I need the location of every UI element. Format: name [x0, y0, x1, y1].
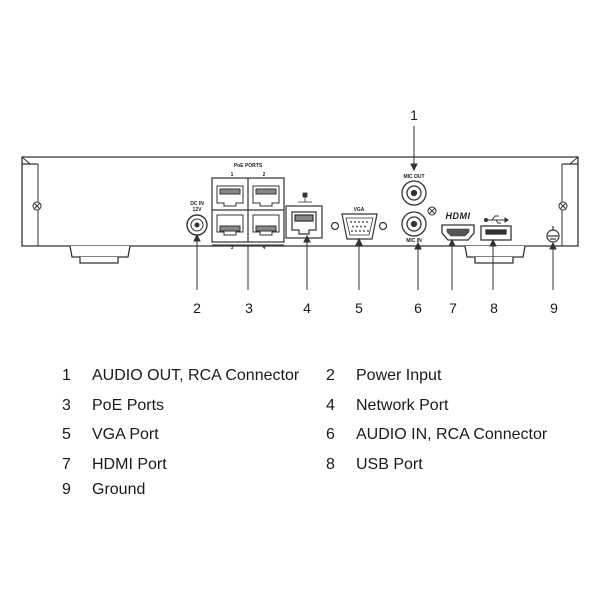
legend-number: 6 — [326, 426, 335, 443]
legend-number: 7 — [62, 456, 71, 473]
legend-label: Network Port — [356, 397, 449, 414]
callout-number: 2 — [193, 300, 201, 316]
legend-label: Ground — [92, 481, 146, 498]
callout-number: 7 — [449, 300, 457, 316]
network-port — [285, 205, 323, 239]
rca-audio-in-connector — [401, 211, 427, 237]
vga-label: VGA — [354, 207, 365, 213]
hdmi-port — [441, 224, 475, 241]
poe-ports-label: PoE PORTS — [234, 163, 263, 169]
legend-number: 9 — [62, 481, 71, 498]
dc-in-label: DC IN — [190, 201, 204, 207]
usb-port — [480, 225, 512, 241]
legend-label: AUDIO OUT, RCA Connector — [92, 367, 300, 384]
usb-icon — [484, 215, 509, 224]
poe-port-number: 3 — [231, 245, 234, 251]
callout-number: 9 — [550, 300, 558, 316]
legend-label: Power Input — [356, 367, 442, 384]
ground-icon — [546, 226, 560, 243]
rj45-port-icon — [216, 214, 244, 236]
mic-out-label: MIC OUT — [403, 174, 424, 180]
nvr-rear-panel-diagram: DC IN 12V PoE PORTS 1 2 3 4 VGA — [21, 107, 579, 316]
rj45-port-icon — [252, 214, 280, 236]
legend-label: HDMI Port — [92, 456, 167, 473]
rj45-port-icon — [216, 185, 244, 207]
rj45-port-icon — [252, 185, 280, 207]
screw-icon — [427, 206, 437, 216]
callout-leaders — [193, 126, 557, 290]
legend-label: VGA Port — [92, 426, 159, 443]
poe-port-number: 1 — [231, 172, 234, 178]
hdmi-logo: HDMI — [446, 211, 471, 221]
callout-number: 4 — [303, 300, 311, 316]
legend-number: 2 — [326, 367, 335, 384]
callout-number: 1 — [410, 107, 418, 123]
mic-in-label: MIC IN — [406, 238, 422, 244]
legend-number: 3 — [62, 397, 71, 414]
callout-number: 8 — [490, 300, 498, 316]
legend-label: PoE Ports — [92, 397, 165, 414]
callout-number: 5 — [355, 300, 363, 316]
screw-icon — [558, 201, 568, 211]
poe-port-number: 2 — [263, 172, 266, 178]
screw-icon — [32, 201, 42, 211]
callout-number: 3 — [245, 300, 253, 316]
port-legend: 1 AUDIO OUT, RCA Connector 2 Power Input… — [0, 362, 600, 502]
legend-number: 8 — [326, 456, 335, 473]
dc-power-jack — [186, 214, 208, 236]
legend-label: USB Port — [356, 456, 423, 473]
callout-number: 6 — [414, 300, 422, 316]
dc-in-sublabel: 12V — [193, 207, 203, 213]
network-icon — [298, 192, 312, 203]
legend-label: AUDIO IN, RCA Connector — [356, 426, 548, 443]
poe-port-number: 4 — [263, 245, 266, 251]
legend-number: 4 — [326, 397, 335, 414]
legend-number: 1 — [62, 367, 71, 384]
legend-number: 5 — [62, 426, 71, 443]
rca-audio-out-connector — [401, 180, 427, 206]
vga-port — [330, 213, 388, 240]
